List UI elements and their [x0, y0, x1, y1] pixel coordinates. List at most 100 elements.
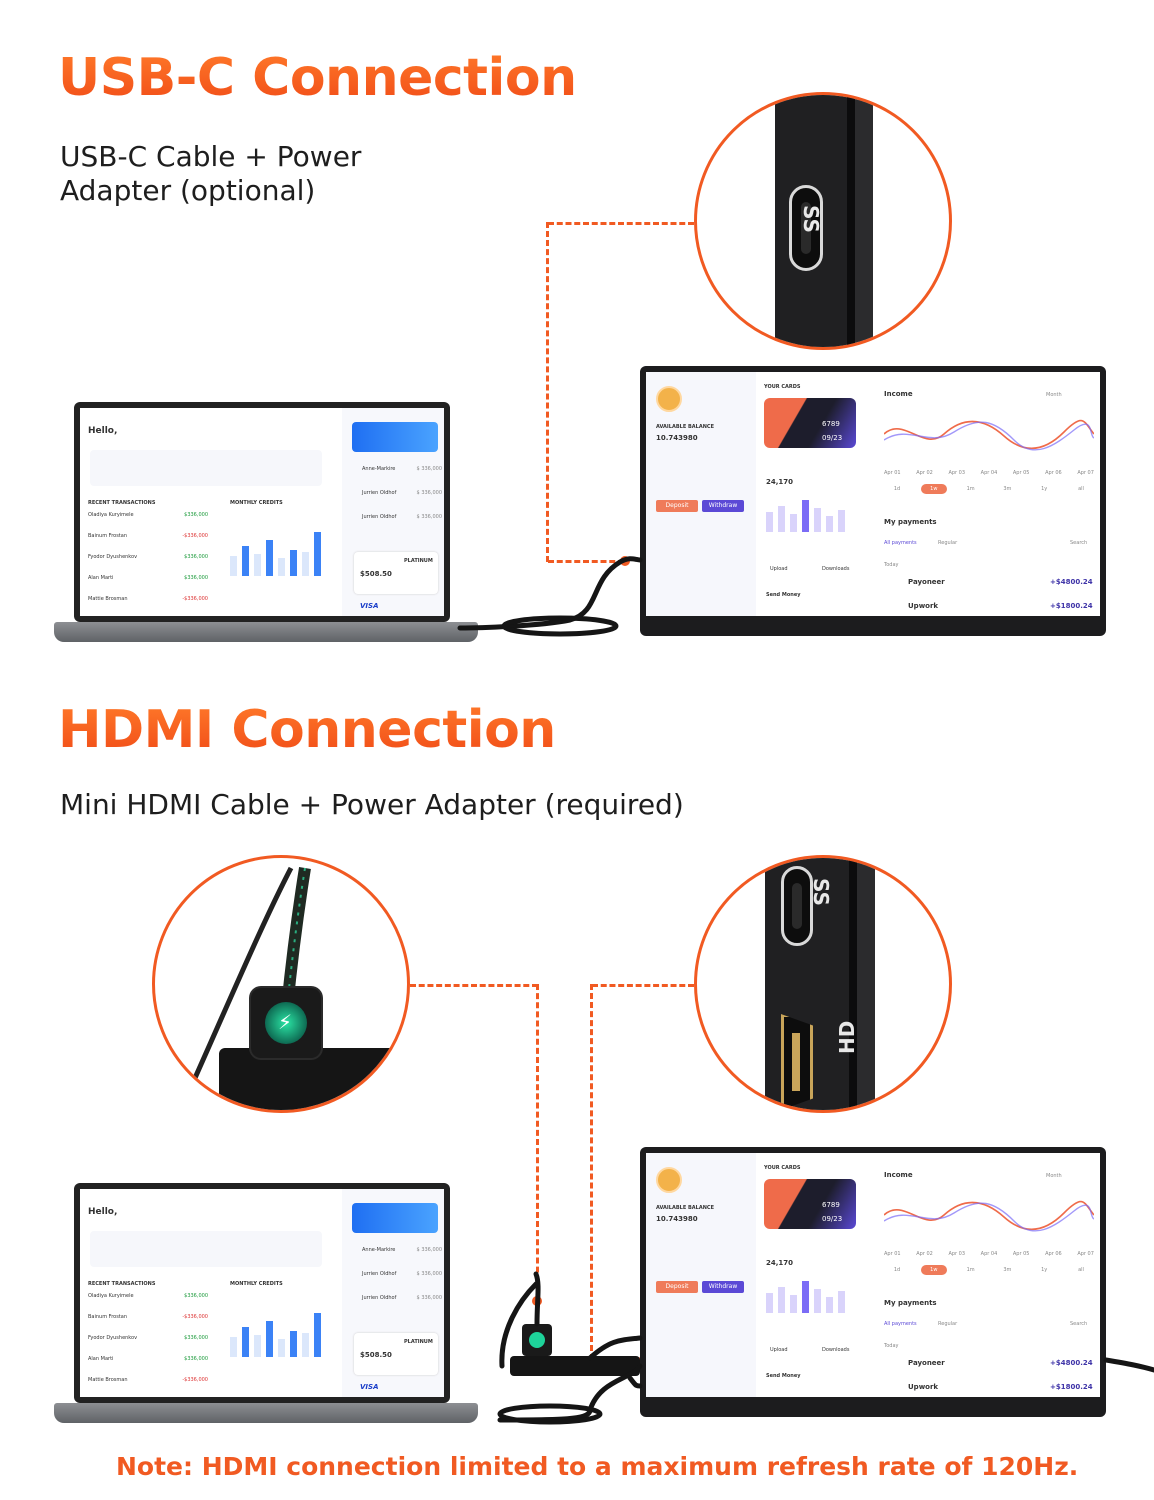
send-money-label: Send Money [766, 1373, 801, 1379]
month-tick: Apr 02 [916, 470, 933, 476]
payments-search[interactable]: Search [1070, 540, 1088, 546]
sort-select[interactable]: Month [1046, 392, 1062, 398]
tx-name: Oladiya Kuryimele [88, 1293, 134, 1299]
withdraw-button[interactable]: Withdraw [702, 500, 744, 512]
downloads-label: Downloads [822, 566, 850, 572]
today-label: Today [884, 562, 899, 568]
available-balance-value: 10.743980 [656, 1215, 698, 1223]
range-tab[interactable]: 1d [893, 486, 901, 492]
tx-amount: -$336,000 [182, 1377, 208, 1383]
withdraw-button[interactable]: Withdraw [702, 1281, 744, 1293]
laptop-credits-bars [230, 1301, 325, 1357]
laptop-hdmi-base [54, 1403, 478, 1423]
card-tier: PLATINUM [404, 558, 433, 564]
laptop-greeting: Hello, [88, 1207, 118, 1217]
payment-amount: +$1800.24 [1050, 1383, 1093, 1391]
tx-amount: -$336,000 [182, 1314, 208, 1320]
hdmi-cables [497, 1271, 1154, 1425]
tab-all-payments[interactable]: All payments [884, 1321, 917, 1327]
range-tab-active[interactable]: 1w [920, 484, 947, 494]
laptop-card-widget: $508.50 PLATINUM [354, 1333, 438, 1375]
month-tick: Apr 07 [1077, 470, 1094, 476]
available-balance-value: 10.743980 [656, 434, 698, 442]
tx-name: Mattie Brosman [88, 1377, 128, 1383]
laptop-blue-card [352, 422, 438, 452]
laptop-usbc: Hello, RECENT TRANSACTIONS MONTHLY CREDI… [74, 402, 450, 622]
tx-amount: -$336,000 [182, 533, 208, 539]
superspeed-icon: SS [809, 878, 833, 906]
contact-name: Jurrien Oldhof [362, 514, 397, 520]
tab-all-payments[interactable]: All payments [884, 540, 917, 546]
tx-name: Bainum Frostan [88, 1314, 127, 1320]
range-tab[interactable]: 1m [966, 486, 975, 492]
power-adapter-zoom-circle: ⚡ [152, 855, 410, 1113]
range-tab[interactable]: 1y [1041, 1267, 1048, 1273]
usb-c-port-icon [789, 185, 823, 271]
contact-amount: $ 336,000 [416, 514, 442, 520]
laptop-hdmi: Hello, RECENT TRANSACTIONS MONTHLY CREDI… [74, 1183, 450, 1403]
laptop-screen-usbc: Hello, RECENT TRANSACTIONS MONTHLY CREDI… [80, 408, 444, 616]
income-range-tabs: 1d 1w 1m 3m 1y all [884, 1265, 1094, 1275]
recent-transactions-label: RECENT TRANSACTIONS [88, 500, 156, 506]
tab-regular[interactable]: Regular [938, 1321, 958, 1327]
usbc-port-zoom-circle: SS [694, 92, 952, 350]
deposit-button[interactable]: Deposit [656, 1281, 698, 1293]
month-tick: Apr 01 [884, 470, 901, 476]
laptop-screen-hdmi: Hello, RECENT TRANSACTIONS MONTHLY CREDI… [80, 1189, 444, 1397]
tab-regular[interactable]: Regular [938, 540, 958, 546]
tx-amount: $336,000 [184, 554, 208, 560]
range-tab[interactable]: 1y [1041, 486, 1048, 492]
contact-amount: $ 336,000 [416, 1247, 442, 1253]
contact-name: Anne-Markire [362, 466, 396, 472]
card-expiry: 09/23 [822, 434, 843, 442]
laptop-usbc-base [54, 622, 478, 642]
tx-amount: $336,000 [184, 1293, 208, 1299]
refresh-rate-note: Note: HDMI connection limited to a maxim… [116, 1452, 1079, 1481]
month-tick: Apr 04 [980, 470, 998, 476]
usbc-callout-line-vertical [546, 222, 549, 562]
range-tab[interactable]: all [1078, 486, 1084, 492]
month-tick: Apr 06 [1045, 1251, 1062, 1257]
contact-name: Jurrien Oldhof [362, 1271, 397, 1277]
payment-name: Payoneer [908, 1359, 945, 1367]
income-wave-chart [884, 1200, 1094, 1232]
month-tick: Apr 07 [1077, 1251, 1094, 1257]
superspeed-icon: SS [799, 205, 823, 233]
hdmi-callout-line-top [592, 984, 694, 987]
tx-amount: $336,000 [184, 575, 208, 581]
usbc-subtitle-line2: Adapter (optional) [60, 174, 316, 207]
card-brand: VISA [360, 602, 379, 610]
range-tab[interactable]: 1m [966, 1267, 975, 1273]
sort-select[interactable]: Month [1046, 1173, 1062, 1179]
upload-label: Upload [770, 566, 788, 572]
tx-name: Fyodor Dyushenkov [88, 554, 138, 560]
contact-name: Anne-Markire [362, 1247, 396, 1253]
month-tick: Apr 05 [1012, 470, 1030, 476]
range-tab[interactable]: 3m [1003, 1267, 1012, 1273]
monitor-bars [766, 498, 856, 532]
month-tick: Apr 03 [948, 1251, 966, 1257]
payments-search[interactable]: Search [1070, 1321, 1088, 1327]
range-tab[interactable]: 1d [893, 1267, 901, 1273]
downloads-label: Downloads [822, 1347, 850, 1353]
tx-name: Fyodor Dyushenkov [88, 1335, 138, 1341]
income-label: Income [884, 390, 913, 398]
monthly-credits-label: MONTHLY CREDITS [230, 1281, 283, 1287]
your-card: 6789 09/23 [764, 398, 856, 448]
monitor-bars [766, 1279, 856, 1313]
laptop-balance: $508.50 [360, 570, 392, 578]
recent-transactions-label: RECENT TRANSACTIONS [88, 1281, 156, 1287]
available-balance-label: AVAILABLE BALANCE [656, 424, 715, 430]
contact-amount: $ 336,000 [416, 1271, 442, 1277]
deposit-button[interactable]: Deposit [656, 500, 698, 512]
usbc-cable [457, 556, 643, 637]
hdmi-subtitle: Mini HDMI Cable + Power Adapter (require… [60, 788, 684, 821]
range-tab[interactable]: 3m [1003, 486, 1012, 492]
range-tab[interactable]: all [1078, 1267, 1084, 1273]
range-tab-active[interactable]: 1w [920, 1265, 947, 1275]
tx-name: Mattie Brosman [88, 596, 128, 602]
tx-amount: $336,000 [184, 512, 208, 518]
monitor-stat: 24,170 [766, 1259, 794, 1267]
my-payments-label: My payments [884, 518, 937, 526]
tx-name: Oladiya Kuryimele [88, 512, 134, 518]
